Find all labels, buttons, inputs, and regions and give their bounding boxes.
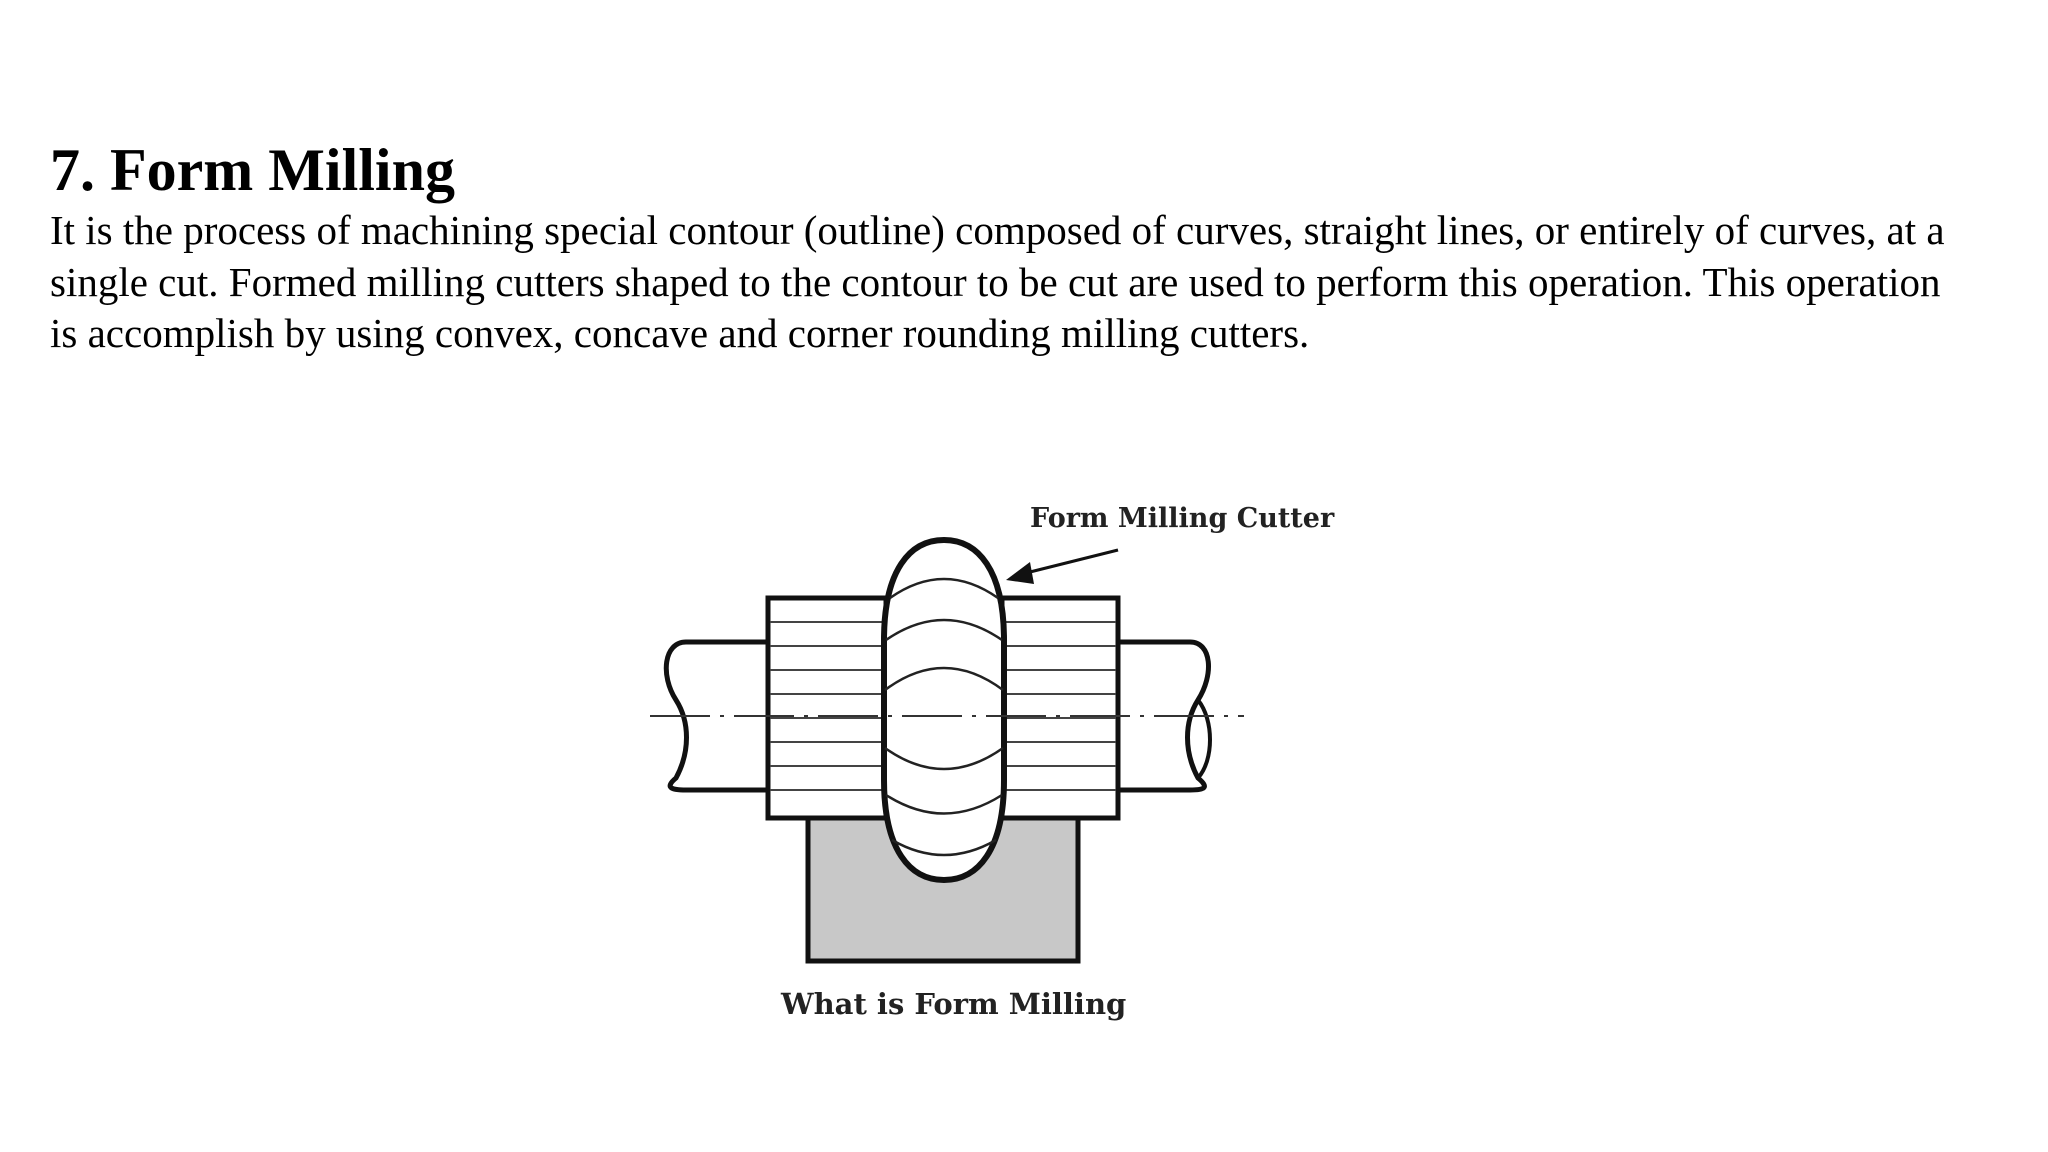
paragraph-line-1: It is the process of machining special c…: [50, 207, 1945, 253]
arbor-shaft-left: [663, 639, 768, 793]
paragraph-line-3: is accomplish by using convex, concave a…: [50, 310, 1310, 356]
arbor-shaft-right: [1118, 639, 1212, 793]
figure-caption: What is Form Milling: [780, 987, 1126, 1021]
workpiece-block: [805, 812, 1081, 964]
section-heading: 7. Form Milling: [50, 137, 455, 203]
right-collar: [999, 595, 1121, 821]
form-milling-cutter: [881, 536, 1007, 884]
section-paragraph: It is the process of machining special c…: [50, 205, 2040, 360]
left-collar: [765, 595, 889, 821]
cutter-label: Form Milling Cutter: [1030, 503, 1335, 534]
cutter-pointer-arrow: [1006, 548, 1119, 584]
paragraph-line-2: single cut. Formed milling cutters shape…: [50, 258, 1941, 305]
